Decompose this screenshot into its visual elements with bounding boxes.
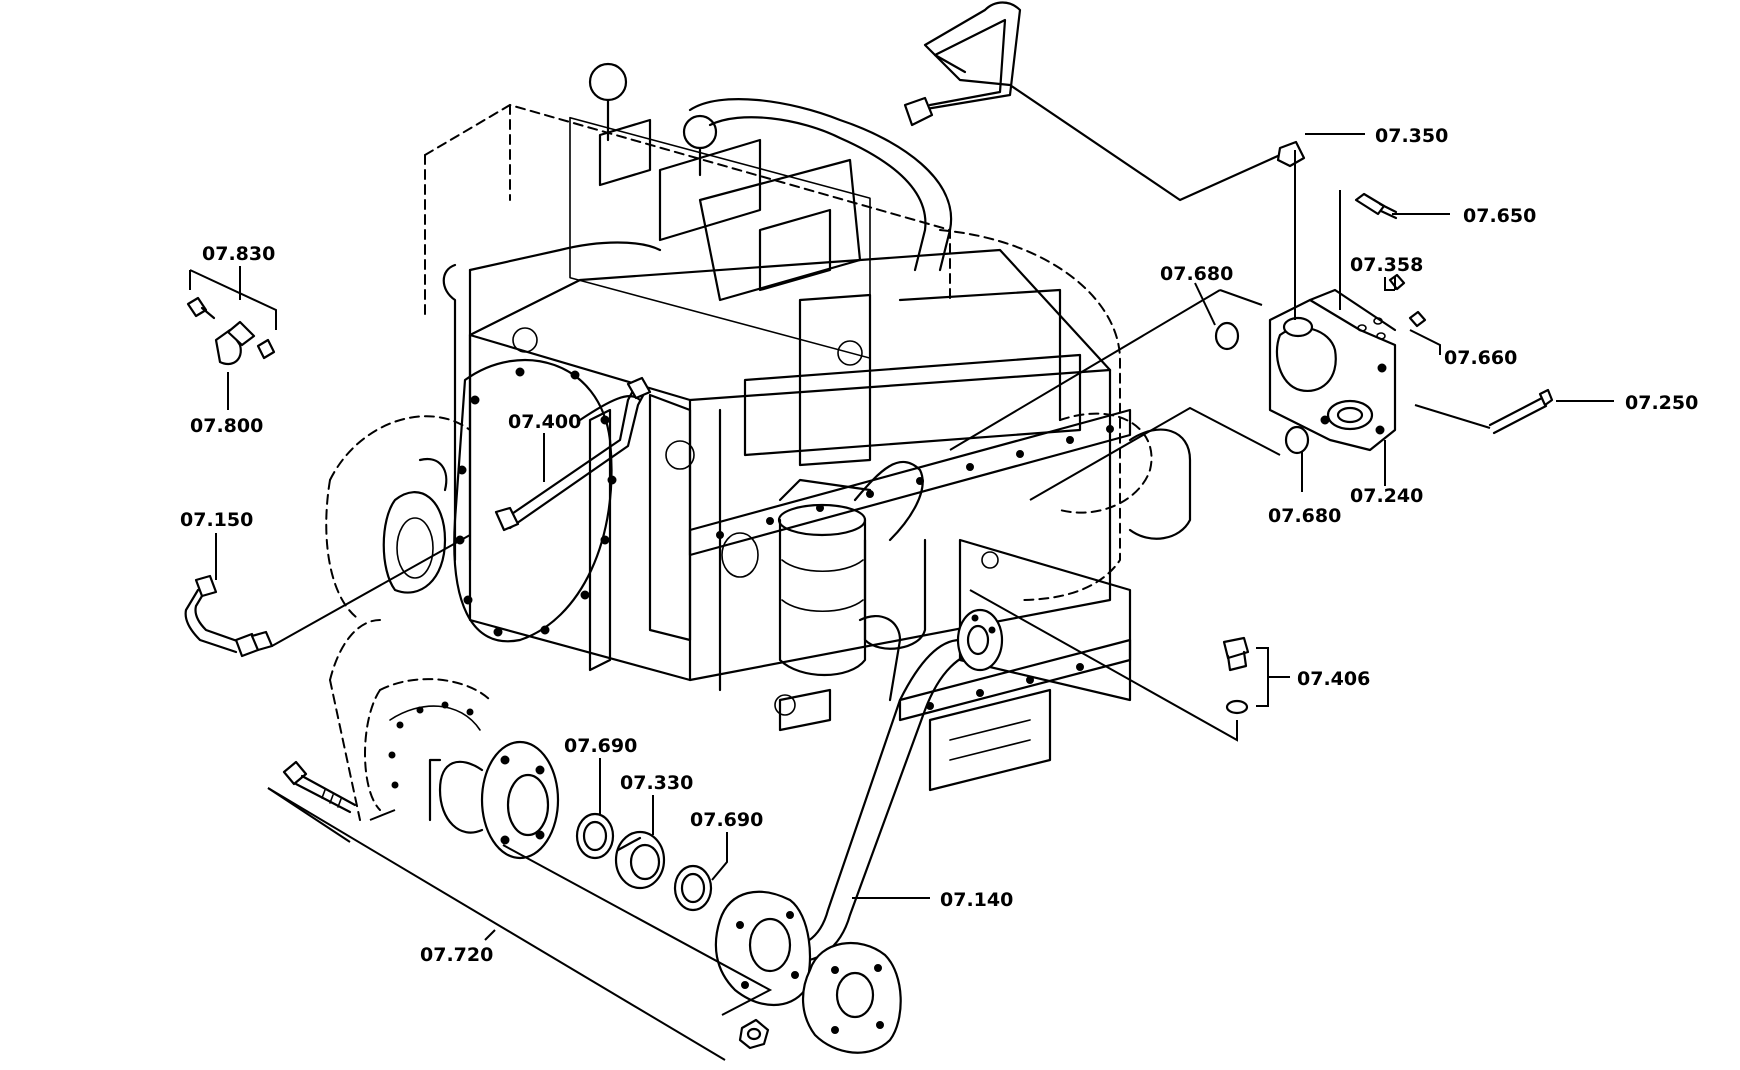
callout-07800: 07.800 (190, 415, 263, 437)
callout-07150: 07.150 (180, 509, 253, 531)
callout-07650: 07.650 (1463, 205, 1536, 227)
pipe-07400 (494, 376, 652, 532)
fittings-07800 (186, 296, 276, 366)
callout-07140: 07.140 (940, 889, 1013, 911)
leader-lines (189, 133, 1614, 1061)
oring-07680-upper (1214, 321, 1240, 351)
callout-07660: 07.660 (1444, 347, 1517, 369)
callout-07720: 07.720 (420, 944, 493, 966)
flange-assembly-07720 (282, 740, 770, 1050)
screws-07660 (1357, 273, 1427, 340)
bolt-07650 (1354, 192, 1398, 220)
callout-07330: 07.330 (620, 772, 693, 794)
callout-07690-b: 07.690 (690, 809, 763, 831)
callout-07680-upper: 07.680 (1160, 263, 1233, 285)
callout-07350: 07.350 (1375, 125, 1448, 147)
callout-07358: 07.358 (1350, 254, 1423, 276)
callout-07830: 07.830 (202, 243, 275, 265)
callout-07690-a: 07.690 (564, 735, 637, 757)
callout-07240: 07.240 (1350, 485, 1423, 507)
callout-07406: 07.406 (1297, 668, 1370, 690)
pipe-07150 (184, 574, 274, 658)
bolt-07250 (1488, 388, 1554, 435)
callout-07400: 07.400 (508, 411, 581, 433)
pipe-07140 (714, 608, 1004, 1054)
cover-07240 (1268, 288, 1397, 452)
transmission-housing (325, 62, 1192, 821)
oring-07680-lower (1284, 425, 1310, 455)
callout-07680-lower: 07.680 (1268, 505, 1341, 527)
pipe-07350 (903, 1, 1306, 202)
callout-07250: 07.250 (1625, 392, 1698, 414)
plug-07406 (1222, 636, 1250, 715)
